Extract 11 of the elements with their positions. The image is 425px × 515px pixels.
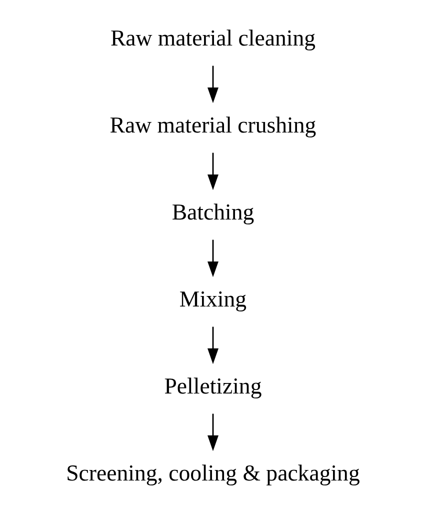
arrow: [207, 152, 218, 190]
arrow: [207, 326, 218, 364]
node-text: Raw material crushing: [109, 112, 316, 138]
node-text: Batching: [171, 199, 254, 224]
arrow: [207, 414, 218, 452]
node-text: Screening, cooling & packaging: [66, 460, 360, 486]
arrow: [207, 240, 218, 278]
node-text: Pelletizing: [164, 373, 262, 398]
node-text: Mixing: [178, 286, 246, 312]
arrow: [207, 66, 218, 104]
node-text: Raw material cleaning: [110, 25, 316, 50]
